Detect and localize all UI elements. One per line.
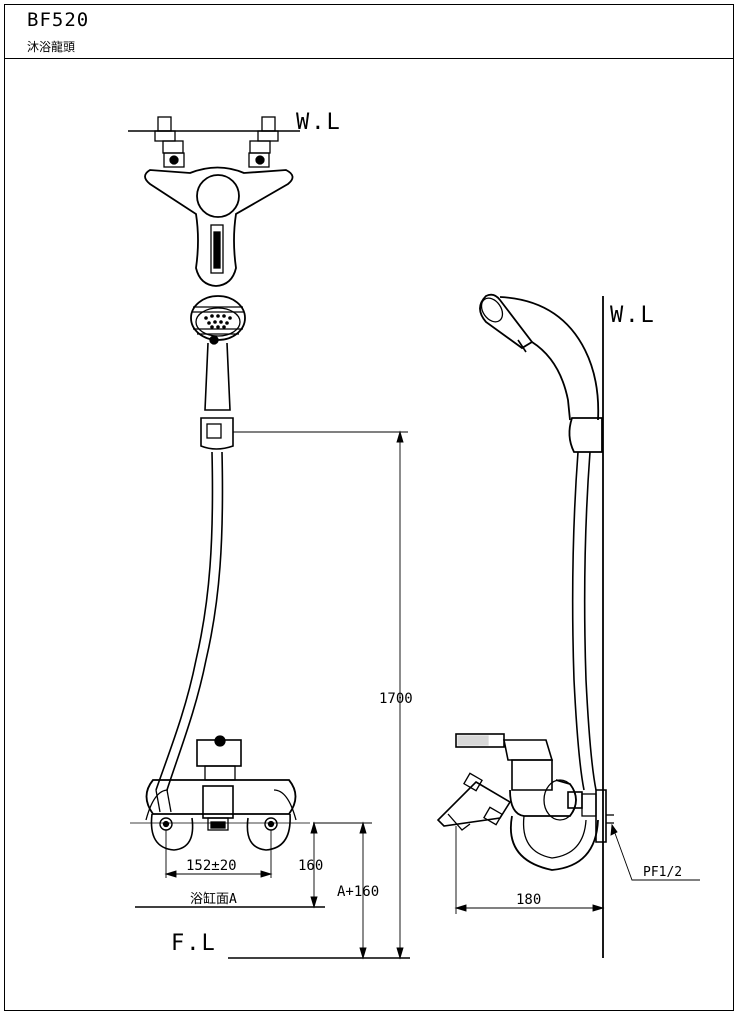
top-view-body: [128, 116, 300, 287]
center-spacing-label: 152±20: [186, 858, 237, 874]
valve-height-label: 160: [298, 858, 323, 874]
tub-surface-label: 浴缸面A: [190, 891, 237, 907]
pipe-thread-label: PF1/2: [643, 865, 682, 880]
side-mixer-body: [436, 733, 614, 871]
side-shower: [479, 293, 603, 791]
wall-line-label-side: W.L: [610, 303, 656, 328]
wall-line-label-front: W.L: [296, 110, 342, 135]
height-1700-label: 1700: [379, 691, 413, 707]
side-dimensions: [454, 823, 700, 914]
front-hand-shower: [190, 295, 246, 450]
front-mixer-body: [130, 735, 310, 851]
floor-line-label: F.L: [171, 931, 217, 956]
front-hose: [155, 451, 224, 791]
front-dimensions: [135, 430, 410, 960]
model-number: BF520: [27, 9, 90, 31]
drawing-sheet: BF520 沐浴龍頭: [4, 4, 734, 1011]
product-name: 沐浴龍頭: [27, 40, 76, 54]
projection-label: 180: [516, 892, 541, 908]
title-block: BF520 沐浴龍頭: [5, 5, 733, 59]
valve-height-floor-label: A+160: [337, 884, 379, 900]
